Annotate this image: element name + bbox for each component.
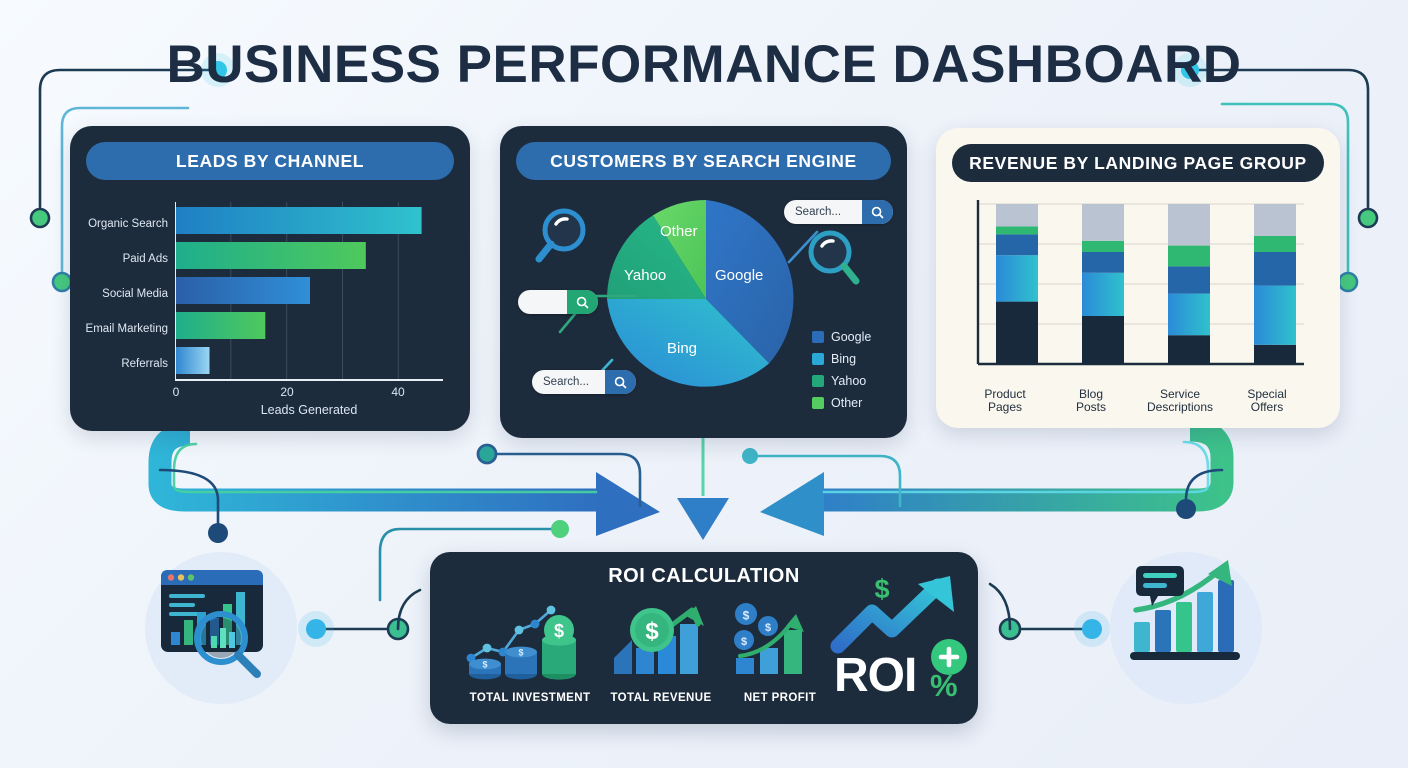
pie-slice-label-google: Google (715, 267, 764, 284)
panel-leads-by-channel: LEADS BY CHANNEL (70, 126, 470, 431)
search-button-top-right[interactable] (862, 200, 893, 224)
revenue-category-label: Product Pages (984, 387, 1026, 415)
roi-item-net-profit: NET PROFIT (722, 688, 838, 706)
pie-slice-label-yahoo: Yahoo (624, 267, 667, 284)
pie-connector-line-right (787, 230, 819, 264)
svg-text:$: $ (874, 574, 889, 604)
svg-text:$: $ (645, 618, 659, 645)
magnifier-icon-right (808, 230, 860, 285)
dashboard-window-icon-art (161, 570, 263, 678)
leads-xtick-0: 0 (172, 385, 180, 399)
leads-xtick-40: 40 (391, 385, 405, 399)
legend-item-bing: Bing (812, 350, 871, 368)
roi-item-total-revenue: TOTAL REVENUE (600, 688, 722, 706)
legend-swatch-google (812, 331, 824, 343)
revenue-category-label: Service Descriptions (1146, 387, 1214, 415)
svg-text:$: $ (482, 660, 487, 670)
panel-roi-calculation: ROI CALCULATION $ $ (430, 552, 978, 724)
leads-category-label: Paid Ads (122, 253, 168, 265)
pie-slice-label-bing: Bing (667, 340, 698, 357)
roi-item-label: TOTAL REVENUE (610, 692, 712, 704)
svg-text:$: $ (765, 622, 771, 634)
plus-badge-icon (931, 639, 967, 675)
search-icon (576, 296, 589, 308)
dollar-coin-with-bar-chart-icon: $ (614, 606, 704, 674)
search-button-bottom-left[interactable] (605, 370, 636, 394)
search-button-middle-left[interactable] (567, 290, 598, 314)
leads-category-label: Social Media (102, 288, 168, 300)
revenue-stacked-bar-chart (976, 200, 1304, 366)
leads-category-label: Organic Search (88, 218, 168, 230)
growth-chart-icon-art (1130, 560, 1240, 660)
leads-x-axis-title: Leads Generated (260, 403, 358, 417)
leads-xtick-20: 20 (280, 385, 294, 399)
search-box-top-right[interactable]: Search... (784, 200, 893, 224)
leads-category-label: Referrals (121, 358, 168, 370)
magnifier-icon-left (535, 208, 586, 263)
coins-with-growth-bars-icon: $ $ $ (734, 603, 804, 674)
pie-connector-line-left (558, 294, 638, 334)
legend-swatch-yahoo (812, 375, 824, 387)
svg-text:$: $ (554, 621, 564, 641)
panel-revenue-by-landing-page-group: REVENUE BY LANDING PAGE GROUP (936, 128, 1340, 428)
legend-label-other: Other (831, 395, 863, 410)
legend-swatch-other (812, 397, 824, 409)
legend-item-other: Other (812, 394, 871, 412)
leads-bar-chart (175, 202, 443, 381)
roi-title: ROI CALCULATION (608, 565, 800, 587)
svg-text:$: $ (743, 609, 750, 623)
search-box-bottom-left[interactable]: Search... (532, 370, 636, 394)
svg-text:$: $ (518, 648, 523, 658)
dashboard-window-with-magnifier-icon (145, 552, 297, 704)
roi-item-label: NET PROFIT (743, 692, 817, 704)
page-title: BUSINESS PERFORMANCE DASHBOARD (166, 35, 1242, 94)
svg-text:$: $ (741, 636, 747, 648)
search-engine-legend: Google Bing Yahoo Other (812, 328, 871, 412)
search-engine-pie-chart (606, 199, 794, 387)
roi-badge-text: ROI (834, 649, 917, 702)
pie-slice-label-other: Other (660, 223, 698, 240)
legend-label-google: Google (831, 329, 872, 344)
roi-percent-symbol: % (930, 668, 958, 703)
panel-search-title: CUSTOMERS BY SEARCH ENGINE (516, 142, 891, 180)
roi-growth-arrow-icon: $ (830, 574, 954, 654)
roi-item-total-investment: TOTAL INVESTMENT (465, 688, 595, 706)
legend-swatch-bing (812, 353, 824, 365)
leads-category-label: Email Marketing (85, 323, 168, 335)
legend-item-google: Google (812, 328, 871, 346)
leads-plot-area (175, 202, 443, 402)
panel-revenue-title: REVENUE BY LANDING PAGE GROUP (952, 144, 1324, 182)
search-icon (614, 376, 627, 388)
search-box-bottom-left-value: Search... (543, 376, 590, 388)
legend-label-yahoo: Yahoo (831, 373, 867, 388)
legend-label-bing: Bing (831, 351, 857, 366)
search-icon (871, 206, 884, 218)
search-box-middle-left[interactable] (518, 290, 598, 314)
revenue-category-label: Special Offers (1247, 387, 1287, 415)
panel-leads-title: LEADS BY CHANNEL (86, 142, 454, 180)
coin-stacks-with-line-graph-icon: $ $ $ (466, 605, 576, 680)
growth-chart-with-speech-bubble-icon (1110, 552, 1262, 704)
legend-item-yahoo: Yahoo (812, 372, 871, 390)
revenue-category-label: Blog Posts (1075, 387, 1106, 415)
roi-item-label: TOTAL INVESTMENT (469, 692, 591, 704)
panel-customers-by-search-engine: CUSTOMERS BY SEARCH ENGINE Google Bing Y… (500, 126, 907, 438)
search-box-top-right-value: Search... (795, 206, 842, 218)
